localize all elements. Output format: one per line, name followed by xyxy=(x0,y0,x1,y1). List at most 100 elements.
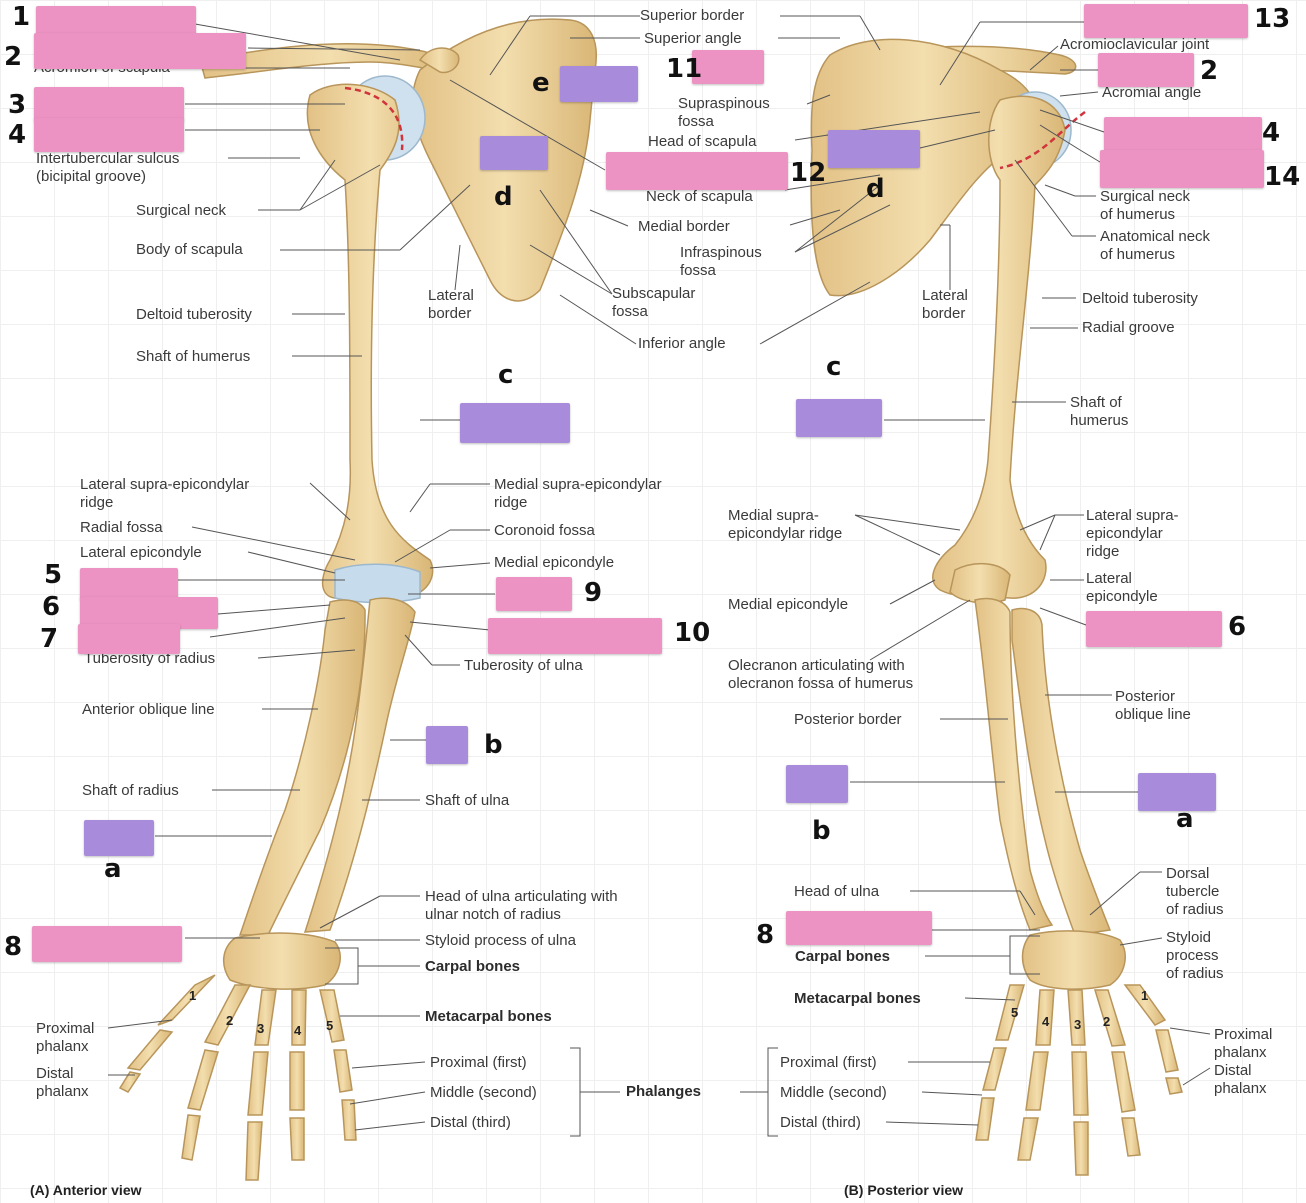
label-subscapular-fossa: Subscapular fossa xyxy=(612,285,696,320)
label-shaft-of-radius: Shaft of radius xyxy=(82,782,179,799)
label-lateral-epicondyle-ant: Lateral epicondyle xyxy=(80,544,202,561)
label-radial-fossa: Radial fossa xyxy=(80,519,163,536)
post-carpals xyxy=(1021,930,1126,990)
purple-cover-box-a-ant[interactable] xyxy=(84,820,154,856)
pink-cover-box-4[interactable] xyxy=(34,118,184,152)
label-styloid-process-of-ulna: Styloid process of ulna xyxy=(425,932,576,949)
post-scapula xyxy=(810,38,1037,297)
pink-cover-box-8-post[interactable] xyxy=(786,911,932,945)
label-distal-third-ant: Distal (third) xyxy=(430,1114,511,1131)
pink-cover-box-14[interactable] xyxy=(1100,150,1264,188)
handwritten-c-post: c xyxy=(826,352,842,382)
digit-label-4-post: 4 xyxy=(1042,1014,1050,1029)
digit-label-5-ant: 5 xyxy=(326,1018,334,1033)
pink-cover-box-7[interactable] xyxy=(78,624,180,654)
handwritten-2-post: 2 xyxy=(1200,56,1219,86)
post-humerus xyxy=(932,95,1066,599)
post-ulna xyxy=(974,597,1054,931)
pink-cover-box-5[interactable] xyxy=(80,568,178,600)
label-posterior-oblique-line: Posterior oblique line xyxy=(1115,688,1191,723)
handwritten-3: 3 xyxy=(8,90,27,120)
label-medial-border: Medial border xyxy=(638,218,730,235)
pink-cover-box-11[interactable] xyxy=(692,50,764,84)
pink-cover-box-13[interactable] xyxy=(1084,4,1248,38)
label-head-of-scapula: Head of scapula xyxy=(648,133,757,150)
label-distal-phalanx-post: Distal phalanx xyxy=(1214,1062,1267,1097)
label-intertubercular-sulcus: Intertubercular sulcus (bicipital groove… xyxy=(36,150,180,185)
label-superior-angle: Superior angle xyxy=(644,30,742,47)
label-shaft-of-humerus-ant: Shaft of humerus xyxy=(136,348,251,365)
label-proximal-first-ant: Proximal (first) xyxy=(430,1054,527,1071)
purple-cover-box-b-post[interactable] xyxy=(786,765,848,803)
pink-cover-box-8-ant[interactable] xyxy=(32,926,182,962)
handwritten-b-post: b xyxy=(812,816,831,846)
label-medial-epicondyle-post: Medial epicondyle xyxy=(728,596,849,613)
pink-cover-box-2-post[interactable] xyxy=(1098,53,1194,87)
label-deltoid-tuberosity-post: Deltoid tuberosity xyxy=(1082,290,1198,307)
label-dorsal-tubercle-of-radius: Dorsal tubercle of radius xyxy=(1166,865,1224,918)
label-body-of-scapula: Body of scapula xyxy=(136,241,243,258)
pink-cover-box-12[interactable] xyxy=(606,152,788,190)
purple-cover-box-c-post[interactable] xyxy=(796,399,882,437)
label-distal-third-post: Distal (third) xyxy=(780,1114,861,1131)
label-proximal-phalanx-ant: Proximal phalanx xyxy=(36,1020,95,1055)
handwritten-8-ant: 8 xyxy=(4,932,23,962)
purple-cover-box-c-ant[interactable] xyxy=(460,403,570,443)
pink-cover-box-3[interactable] xyxy=(34,87,184,121)
leader-lines xyxy=(107,15,1211,1137)
handwritten-7: 7 xyxy=(40,624,59,654)
ant-coracoid xyxy=(418,47,460,74)
label-phalanges: Phalanges xyxy=(626,1083,702,1100)
label-inferior-angle: Inferior angle xyxy=(638,335,726,352)
purple-cover-box-a-post[interactable] xyxy=(1138,773,1216,811)
purple-cover-box-b-ant[interactable] xyxy=(426,726,468,764)
label-metacarpal-bones-post: Metacarpal bones xyxy=(794,990,921,1007)
post-neck-dashed xyxy=(999,110,1086,170)
purple-cover-box-d-post[interactable] xyxy=(828,130,920,168)
label-neck-of-scapula: Neck of scapula xyxy=(646,188,753,205)
handwritten-13: 13 xyxy=(1254,4,1291,34)
ant-ulna xyxy=(303,597,416,933)
handwritten-11: 11 xyxy=(666,54,703,84)
label-surgical-neck-of-humerus: Surgical neck of humerus xyxy=(1100,188,1191,223)
label-tuberosity-of-radius: Tuberosity of radius xyxy=(84,650,216,667)
digit-label-3-ant: 3 xyxy=(257,1021,265,1036)
digit-label-2-ant: 2 xyxy=(226,1013,234,1028)
purple-cover-box-e[interactable] xyxy=(560,66,638,102)
label-lateral-supra-epicondylar-ridge: Lateral supra-epicondylar ridge xyxy=(80,476,250,511)
pink-cover-box-6-post[interactable] xyxy=(1086,611,1222,647)
purple-cover-box-d-ant[interactable] xyxy=(480,136,548,170)
posterior-skeleton xyxy=(810,38,1183,1176)
label-radial-groove: Radial groove xyxy=(1082,319,1175,336)
digit-label-1-ant: 1 xyxy=(189,988,197,1003)
label-head-of-ulna-post: Head of ulna xyxy=(794,883,880,900)
digit-label-1-post: 1 xyxy=(1141,988,1149,1003)
pink-cover-box-6[interactable] xyxy=(80,597,218,629)
label-anatomical-neck-of-humerus: Anatomical neck of humerus xyxy=(1100,228,1211,263)
handwritten-4-ant: 4 xyxy=(8,120,27,150)
label-middle-second-ant: Middle (second) xyxy=(430,1084,537,1101)
label-lateral-supra-epicondylar-ridge-post: Lateral supra- epicondylar ridge xyxy=(1086,507,1179,560)
pink-cover-box-4-post[interactable] xyxy=(1104,117,1262,151)
handwritten-6-post: 6 xyxy=(1228,612,1247,642)
label-lateral-border-ant: Lateral border xyxy=(428,287,474,322)
label-coronoid-fossa: Coronoid fossa xyxy=(494,522,595,539)
handwritten-8-post: 8 xyxy=(756,920,775,950)
label-deltoid-tuberosity-ant: Deltoid tuberosity xyxy=(136,306,252,323)
label-posterior-border: Posterior border xyxy=(794,711,902,728)
post-fingers xyxy=(975,984,1183,1176)
label-supraspinous-fossa: Supraspinous fossa xyxy=(678,95,770,130)
label-head-of-ulna-ant: Head of ulna articulating with ulnar not… xyxy=(425,888,618,923)
handwritten-10: 10 xyxy=(674,618,711,648)
label-carpal-bones-post: Carpal bones xyxy=(795,948,891,965)
handwritten-e: e xyxy=(532,68,550,98)
digit-label-3-post: 3 xyxy=(1074,1017,1082,1032)
pink-cover-box-10[interactable] xyxy=(488,618,662,654)
label-styloid-process-of-radius: Styloid process of radius xyxy=(1166,929,1224,982)
label-superior-border: Superior border xyxy=(640,7,745,24)
handwritten-12: 12 xyxy=(790,158,827,188)
handwritten-a-post: a xyxy=(1176,804,1194,834)
pink-cover-box-2[interactable] xyxy=(34,33,246,69)
pink-cover-box-9[interactable] xyxy=(496,577,572,611)
label-shaft-of-ulna: Shaft of ulna xyxy=(425,792,510,809)
